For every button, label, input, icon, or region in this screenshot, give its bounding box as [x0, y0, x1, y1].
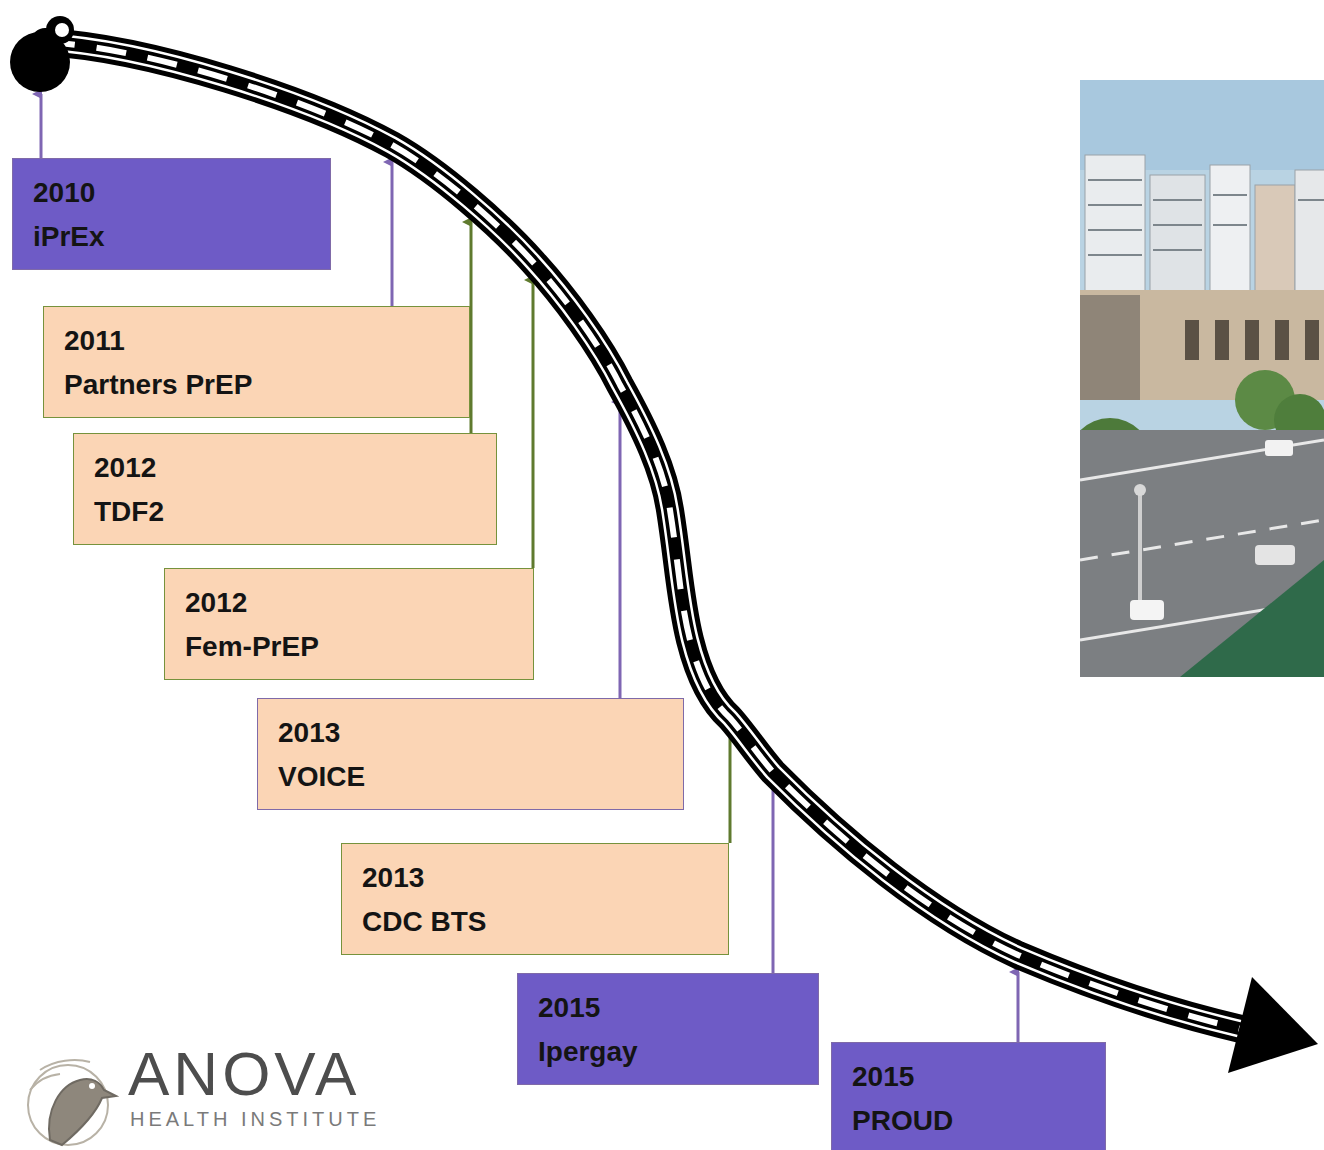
study-name: Partners PrEP	[64, 363, 451, 407]
logo-text: ANOVA	[128, 1040, 360, 1108]
timeline-box: 2013VOICE	[257, 698, 684, 810]
year-label: 2011	[64, 319, 451, 363]
timeline-box: 2015Ipergay	[517, 973, 819, 1085]
road	[10, 16, 1318, 1073]
study-name: PROUD	[852, 1099, 1087, 1143]
timeline-box: 2012Fem-PrEP	[164, 568, 534, 680]
timeline-box: 2013CDC BTS	[341, 843, 729, 955]
study-name: TDF2	[94, 490, 478, 534]
year-label: 2010	[33, 171, 312, 215]
city-photo	[1080, 80, 1324, 677]
logo-icon	[28, 1060, 116, 1145]
timeline-box: 2012TDF2	[73, 433, 497, 545]
timeline-box: 2011Partners PrEP	[43, 306, 470, 418]
year-label: 2015	[852, 1055, 1087, 1099]
year-label: 2012	[94, 446, 478, 490]
study-name: iPrEx	[33, 215, 312, 259]
year-label: 2015	[538, 986, 800, 1030]
study-name: Fem-PrEP	[185, 625, 515, 669]
year-label: 2012	[185, 581, 515, 625]
year-label: 2013	[278, 711, 665, 755]
study-name: Ipergay	[538, 1030, 800, 1074]
year-label: 2013	[362, 856, 710, 900]
study-name: CDC BTS	[362, 900, 710, 944]
timeline-box: 2015PROUD	[831, 1042, 1106, 1150]
study-name: VOICE	[278, 755, 665, 799]
logo-text: HEALTH INSTITUTE	[130, 1108, 380, 1130]
timeline-box: 2010iPrEx	[12, 158, 331, 270]
